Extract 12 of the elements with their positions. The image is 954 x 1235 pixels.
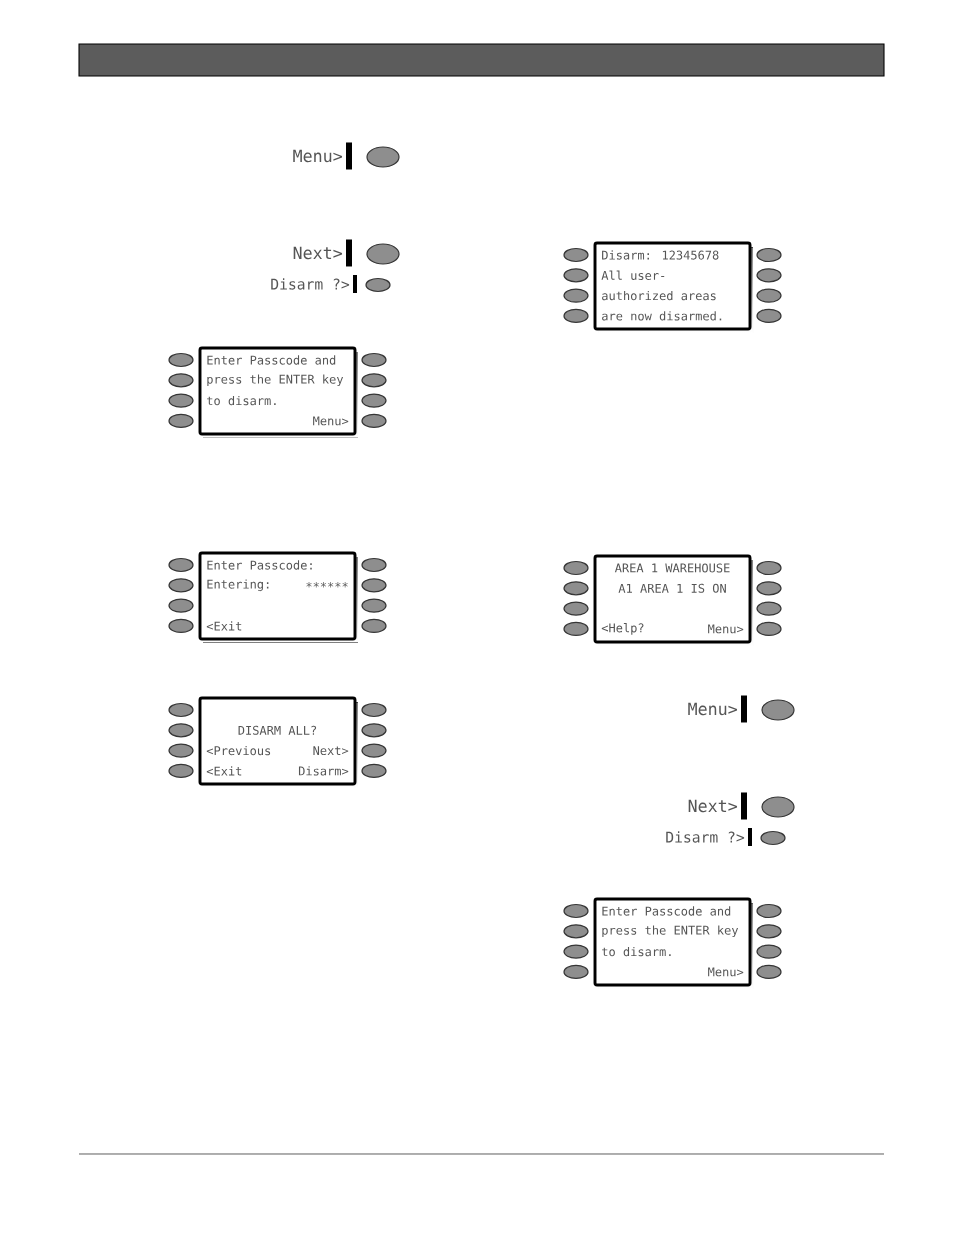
- softkey-label: Menu>: [688, 702, 738, 716]
- keypad-display: Enter Passcode: Entering: ∗∗∗∗∗∗ <Exit: [198, 551, 358, 643]
- keypad-display: Enter Passcode and press the ENTER key to disarm. Menu>: [198, 346, 358, 438]
- keypad-display: Disarm: 12345678 All user- authorized areas are now disarmed.: [593, 241, 753, 333]
- softkey-label: Disarm ?>: [666, 831, 745, 843]
- softkey-label: Menu>: [293, 149, 342, 163]
- keypad-display: AREA 1 WAREHOUSE A1 AREA 1 IS ON <Help? Menu>: [593, 554, 753, 646]
- softkey-label: Next>: [688, 799, 738, 813]
- keypad-display: Enter Passcode and press the ENTER key to disarm. Menu>: [593, 897, 753, 989]
- keypad-display: DISARM ALL? <Previous Next> <Exit Disarm>: [198, 696, 358, 788]
- softkey-label: Next>: [293, 246, 342, 260]
- softkey-label: Disarm ?>: [271, 278, 350, 290]
